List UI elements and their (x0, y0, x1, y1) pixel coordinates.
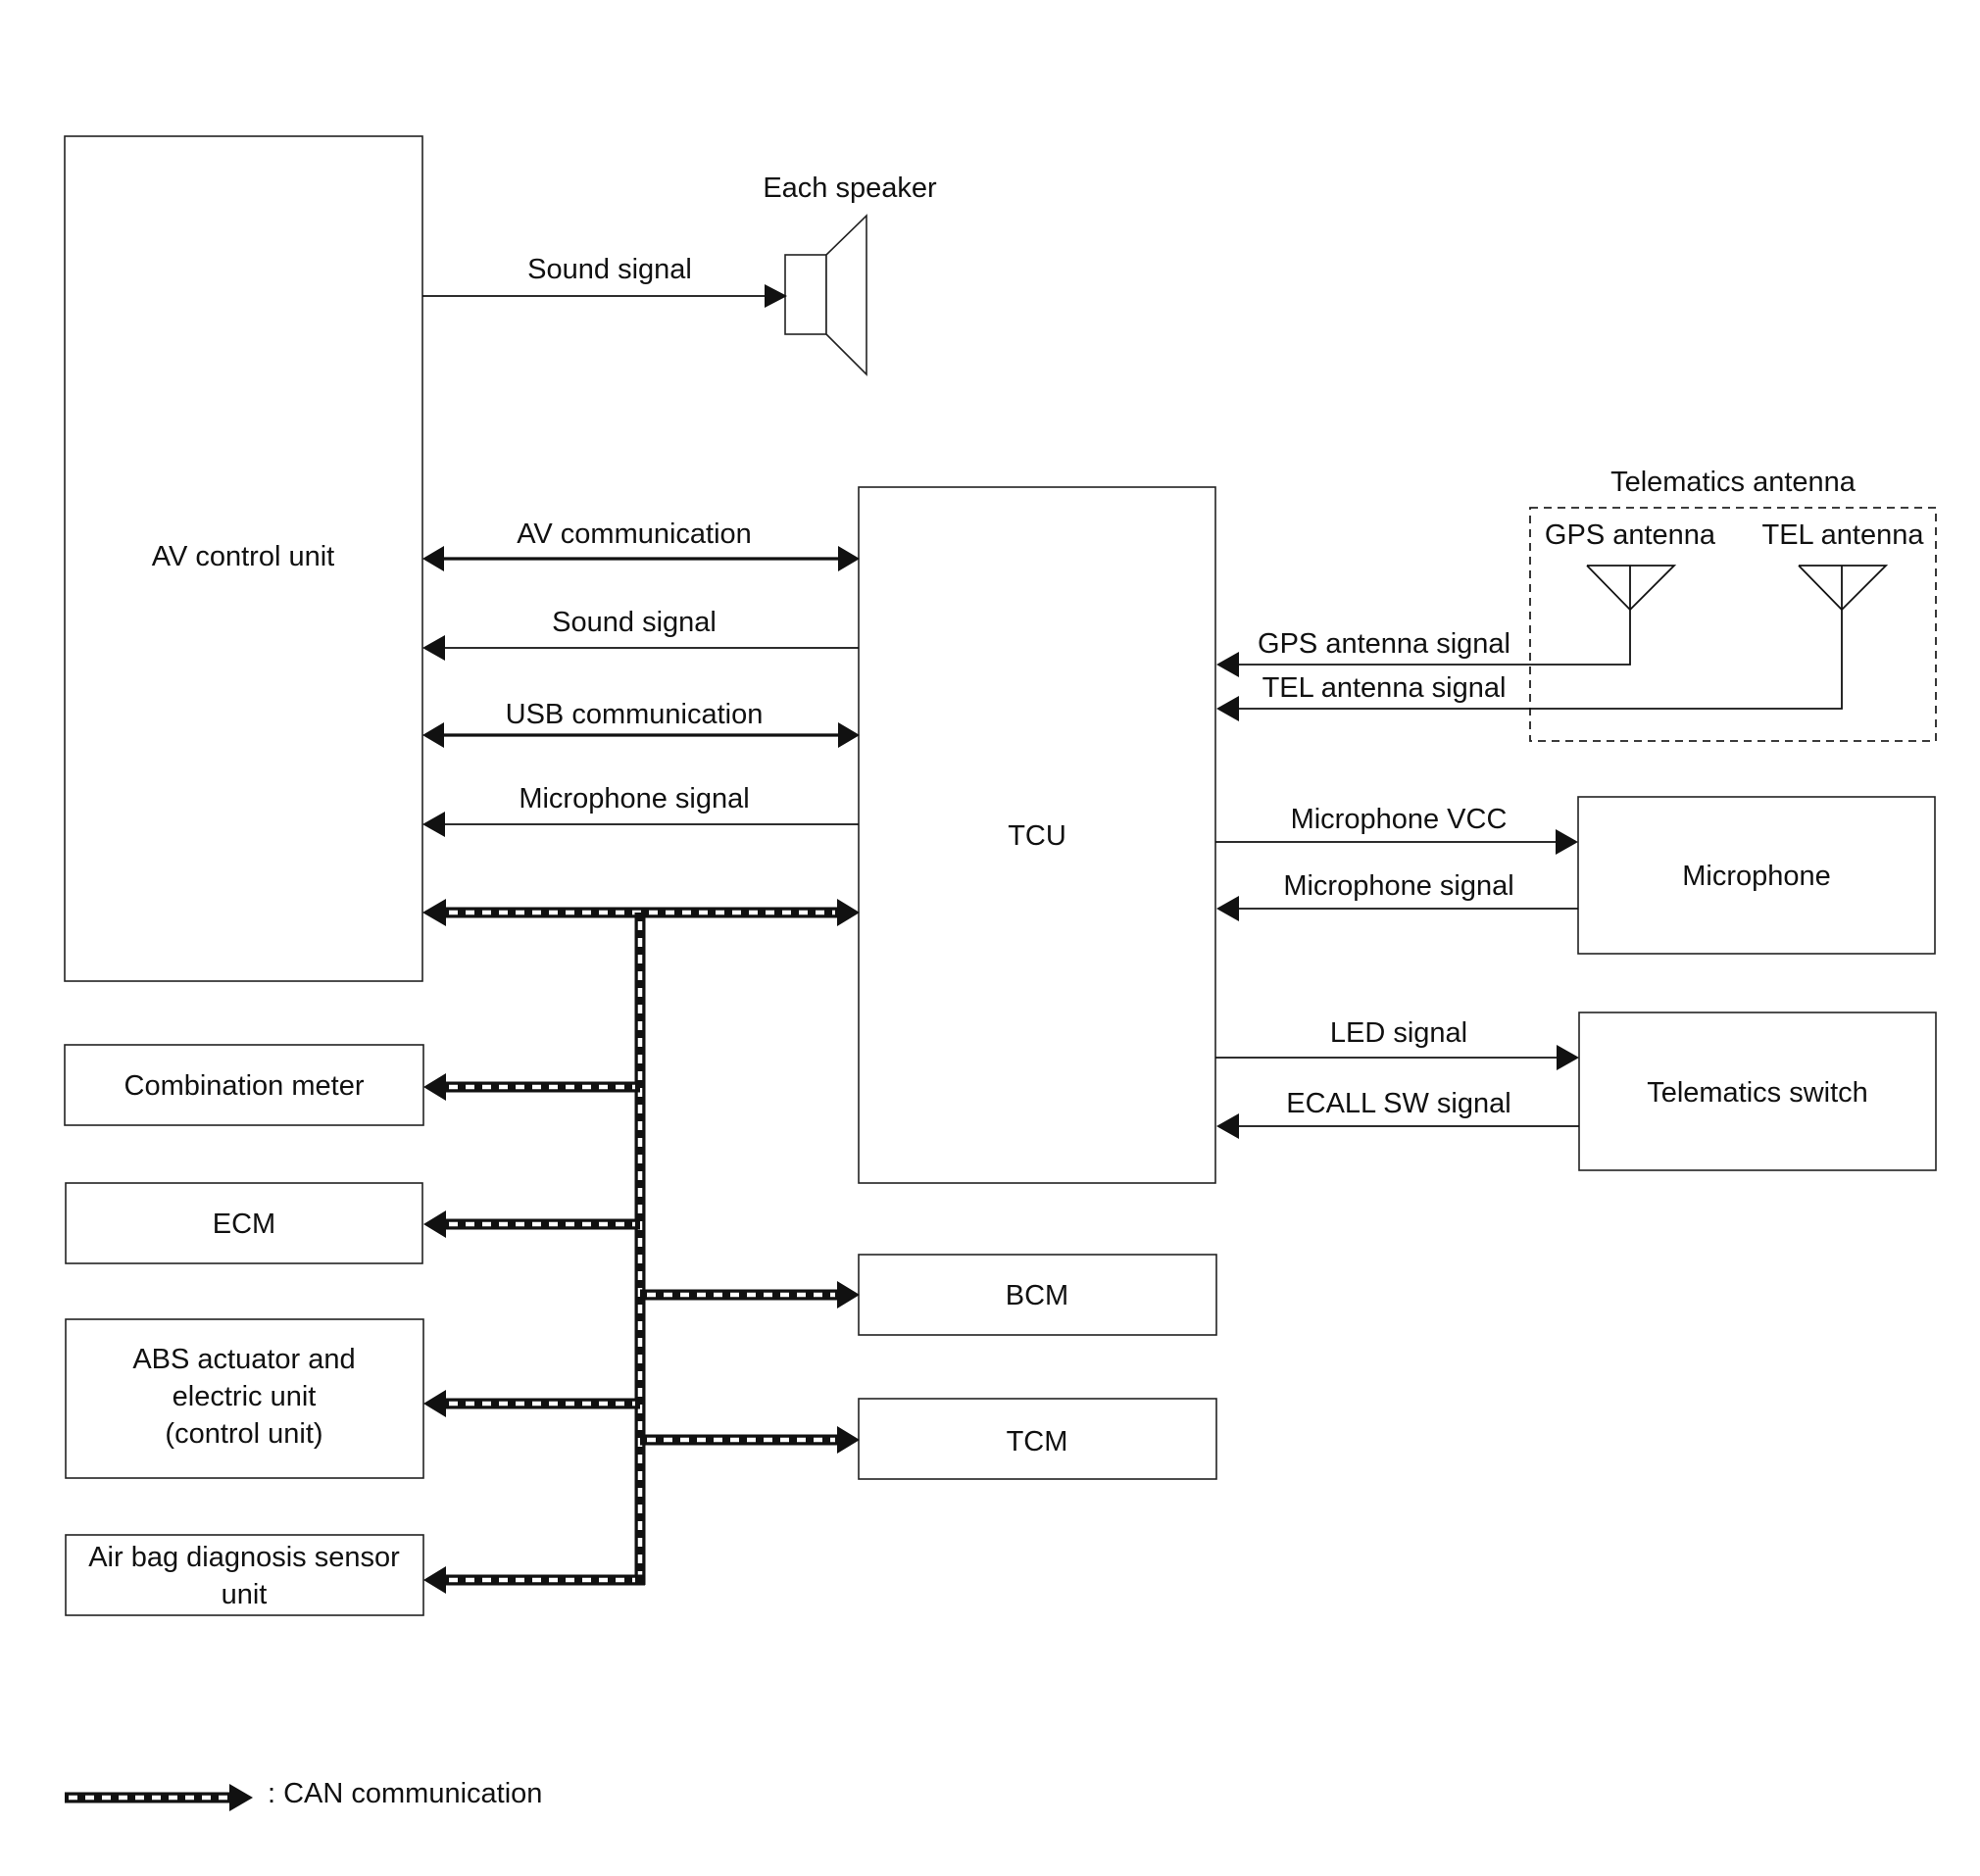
arrow-left-icon (422, 812, 445, 837)
microphone-signal-av-line (422, 812, 859, 837)
usb-communication-label: USB communication (506, 699, 764, 730)
abs-label-line-2: electric unit (173, 1381, 317, 1412)
legend-can-communication-label: : CAN communication (268, 1778, 542, 1809)
arrow-left-icon (422, 635, 445, 661)
each-speaker-label: Each speaker (763, 173, 937, 204)
microphone-vcc-label: Microphone VCC (1291, 804, 1508, 835)
arrow-right-icon (1557, 1045, 1579, 1070)
bcm-label: BCM (1006, 1280, 1068, 1311)
can-bus (422, 899, 860, 1594)
tel-antenna-signal-line (1216, 610, 1843, 721)
gps-antenna-icon (1586, 565, 1677, 612)
sound-signal-label: Sound signal (552, 607, 717, 638)
arrow-left-icon (423, 1566, 446, 1594)
telematics-antenna-group (1529, 507, 1937, 742)
microphone-vcc-line (1215, 829, 1578, 855)
microphone-signal-tcu-line (1216, 896, 1578, 921)
ecm-label: ECM (213, 1209, 275, 1240)
gps-antenna-signal-line (1216, 610, 1631, 677)
bcm-block: BCM (858, 1254, 1217, 1336)
tcu-label: TCU (1008, 820, 1066, 852)
arrow-left-icon (422, 899, 446, 926)
av-communication-label: AV communication (517, 518, 752, 550)
arrow-right-icon (838, 546, 860, 571)
arrow-left-icon (423, 1073, 446, 1101)
arrow-left-icon (1216, 896, 1239, 921)
arrow-left-icon (422, 722, 444, 748)
airbag-sensor-block: Air bag diagnosis sensor unit (65, 1534, 424, 1616)
arrow-right-icon (837, 899, 860, 926)
gps-antenna-signal-label: GPS antenna signal (1258, 628, 1510, 660)
tel-antenna-signal-label: TEL antenna signal (1262, 672, 1507, 704)
tel-antenna-label: TEL antenna (1762, 519, 1925, 551)
led-signal-label: LED signal (1330, 1017, 1467, 1049)
abs-label-line-3: (control unit) (165, 1418, 322, 1450)
led-signal-line (1215, 1045, 1579, 1070)
usb-communication-line (422, 722, 860, 748)
tcu-block: TCU (858, 486, 1216, 1184)
abs-unit-block: ABS actuator and electric unit (control … (65, 1318, 424, 1479)
telematics-antenna-label: Telematics antenna (1610, 467, 1856, 498)
tel-antenna-icon (1798, 565, 1889, 612)
speaker-icon (784, 214, 867, 376)
microphone-signal-tcu-label: Microphone signal (1283, 870, 1513, 902)
av-communication-line (422, 546, 860, 571)
av-control-unit-block: AV control unit (64, 135, 423, 982)
telematics-switch-label: Telematics switch (1647, 1077, 1868, 1109)
microphone-block: Microphone (1577, 796, 1936, 955)
arrow-left-icon (1216, 652, 1239, 677)
ecall-sw-signal-label: ECALL SW signal (1286, 1088, 1510, 1119)
arrow-right-icon (765, 284, 787, 308)
airbag-label-line-1: Air bag diagnosis sensor (88, 1542, 400, 1573)
arrow-right-icon (1556, 829, 1578, 855)
arrow-right-icon (229, 1784, 253, 1811)
tcm-label: TCM (1007, 1426, 1068, 1457)
arrow-right-icon (837, 1281, 860, 1308)
microphone-label: Microphone (1682, 861, 1831, 892)
gps-antenna-label: GPS antenna (1545, 519, 1716, 551)
sound-signal-to-speaker-line (422, 284, 787, 308)
telematics-switch-block: Telematics switch (1578, 1012, 1937, 1171)
legend-can-line (65, 1784, 253, 1811)
combination-meter-label: Combination meter (124, 1070, 365, 1102)
arrow-left-icon (1216, 696, 1239, 721)
ecm-block: ECM (65, 1182, 423, 1264)
arrow-left-icon (423, 1390, 446, 1417)
av-control-unit-label: AV control unit (152, 541, 334, 572)
arrow-left-icon (422, 546, 444, 571)
arrow-left-icon (423, 1210, 446, 1238)
abs-label-line-1: ABS actuator and (132, 1344, 355, 1375)
combination-meter-block: Combination meter (64, 1044, 424, 1126)
microphone-signal-av-label: Microphone signal (519, 783, 749, 815)
arrow-left-icon (1216, 1113, 1239, 1139)
ecall-sw-signal-line (1216, 1113, 1579, 1139)
arrow-right-icon (837, 1426, 860, 1454)
sound-signal-line (422, 635, 859, 661)
airbag-label-line-2: unit (222, 1579, 268, 1610)
arrow-right-icon (838, 722, 860, 748)
tcm-block: TCM (858, 1398, 1217, 1480)
sound-signal-speaker-label: Sound signal (527, 254, 692, 285)
